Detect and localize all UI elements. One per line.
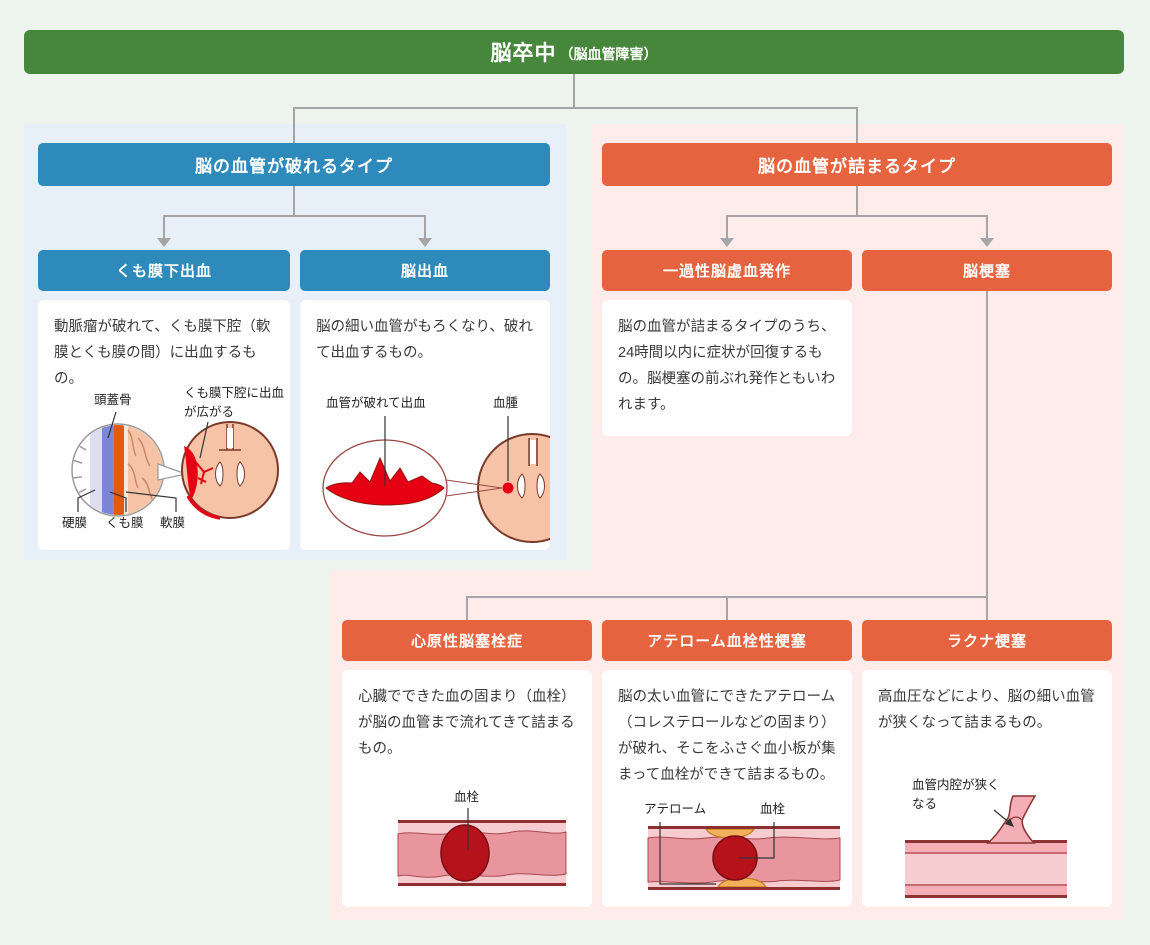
rupture-type-header: 脳の血管が破れるタイプ [38,143,550,186]
meninges-cross-section-drawing [71,411,279,520]
node-label: 脳梗塞 [962,263,1011,280]
connector-root-stem [573,74,575,108]
thrombus-vessel-drawing [397,808,567,886]
hemorrhage-drawing [322,416,550,543]
cerebral-hemorrhage-illustration: 血管が破れて出血 血腫 [300,388,550,550]
label-arachnoid: くも膜 [106,516,144,530]
connector-infarction-drop2 [726,596,728,621]
card-subarachnoid-hemorrhage: 動脈瘤が破れて、くも膜下腔（軟膜とくも膜の間）に出血するもの。 [38,300,290,550]
subarachnoid-illustration: 頭蓋骨 くも膜下腔に出血が広がる 硬膜 くも膜 軟膜 [38,386,290,550]
atherothrombotic-illustration: アテローム 血栓 [602,796,852,907]
connector-infarction-stem [986,291,988,621]
node-label: アテローム血栓性梗塞 [647,633,807,650]
node-label: くも膜下出血 [115,263,212,280]
card-cerebral-hemorrhage: 脳の細い血管がもろくなり、破れて出血するもの。 血管が破れて出 [300,300,550,550]
node-cardiogenic-embolism: 心原性脳塞栓症 [342,620,592,661]
label-vessel-rupture: 血管が破れて出血 [326,396,426,410]
lacunar-illustration: 血管内腔が狭くなる [862,768,1112,907]
connector-blockage-drop1 [726,215,728,239]
node-cerebral-infarction: 脳梗塞 [862,250,1112,291]
card-lacunar: 高血圧などにより、脳の細い血管が狭くなって詰まるもの。 血管内腔が狭くなる [862,670,1112,907]
node-atherothrombotic-infarction: アテローム血栓性梗塞 [602,620,852,661]
node-subarachnoid-hemorrhage: くも膜下出血 [38,250,290,291]
arrow-down-icon [720,238,734,247]
arrow-down-icon [418,238,432,247]
cardiogenic-illustration: 血栓 [342,786,592,907]
connector-rupture-stem [293,186,295,216]
label-thrombus: 血栓 [454,790,480,804]
narrowed-vessel-drawing [905,795,1067,898]
root-subtitle: （脳血管障害） [559,45,658,62]
tia-description: 脳の血管が詰まるタイプのうち、24時間以内に症状が回復するもの。脳梗塞の前ぶれ発… [618,319,836,414]
arrow-down-icon [157,238,171,247]
subarachnoid-description: 動脈瘤が破れて、くも膜下腔（軟膜とくも膜の間）に出血するもの。 [54,319,271,388]
card-atherothrombotic: 脳の太い血管にできたアテローム（コレステロールなどの固まり）が破れ、そこをふさぐ… [602,670,852,907]
cardiogenic-description: 心臓でできた血の固まり（血栓）が脳の血管まで流れてきて詰まるもの。 [358,689,576,758]
node-label: 一過性脳虚血発作 [662,263,791,280]
arrow-down-icon [980,238,994,247]
label-hematoma: 血腫 [493,396,519,410]
atherothrombotic-description: 脳の太い血管にできたアテローム（コレステロールなどの固まり）が破れ、そこをふさぐ… [618,689,836,784]
connector-root-left-drop [293,107,295,143]
connector-infarction-drop1 [466,596,468,621]
connector-blockage-span [726,215,988,217]
connector-root-right-drop [856,107,858,143]
root-node-stroke: 脳卒中 （脳血管障害） [24,30,1124,74]
card-tia: 脳の血管が詰まるタイプのうち、24時間以内に症状が回復するもの。脳梗塞の前ぶれ発… [602,300,852,436]
root-title: 脳卒中 [490,42,557,65]
cerebral-hemorrhage-description: 脳の細い血管がもろくなり、破れて出血するもの。 [316,319,533,362]
node-tia: 一過性脳虚血発作 [602,250,852,291]
node-label: 脳出血 [400,263,449,280]
label-thrombus: 血栓 [760,802,786,816]
label-pia: 軟膜 [160,516,186,530]
connector-rupture-span [163,215,426,217]
connector-blockage-stem [856,186,858,216]
card-cardiogenic-embolism: 心臓でできた血の固まり（血栓）が脳の血管まで流れてきて詰まるもの。 血栓 [342,670,592,907]
node-label: ラクナ梗塞 [946,633,1027,650]
connector-rupture-drop1 [163,215,165,239]
label-atheroma: アテローム [644,802,707,816]
label-dura: 硬膜 [62,516,88,530]
connector-blockage-drop2 [986,215,988,239]
blockage-type-label: 脳の血管が詰まるタイプ [758,157,956,176]
atheroma-vessel-drawing [647,822,841,890]
connector-root-span [293,107,858,109]
node-lacunar-infarction: ラクナ梗塞 [862,620,1112,661]
node-cerebral-hemorrhage: 脳出血 [300,250,550,291]
node-label: 心原性脳塞栓症 [410,633,523,650]
label-lumen-narrowing: 血管内腔が狭くなる [912,778,1000,811]
lacunar-description: 高血圧などにより、脳の細い血管が狭くなって詰まるもの。 [878,689,1095,732]
connector-rupture-drop2 [424,215,426,239]
blockage-type-header: 脳の血管が詰まるタイプ [602,143,1112,186]
label-bleed-spread: くも膜下腔に出血が広がる [184,386,285,419]
label-skull: 頭蓋骨 [94,393,132,407]
rupture-type-label: 脳の血管が破れるタイプ [195,157,393,176]
